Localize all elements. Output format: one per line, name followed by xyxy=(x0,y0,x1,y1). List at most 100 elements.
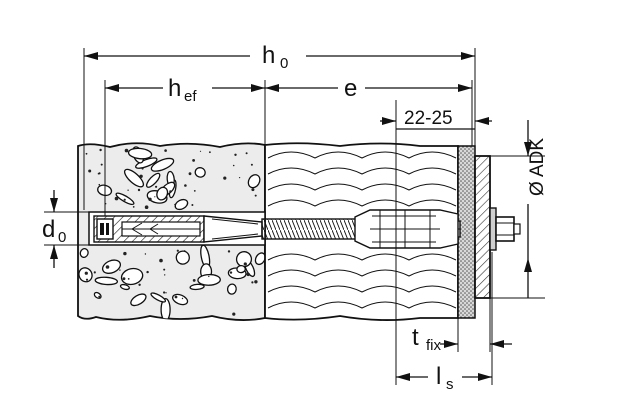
aggregate-stone xyxy=(79,248,89,258)
aggregate-grain xyxy=(184,184,187,187)
aggregate-grain xyxy=(239,177,241,179)
aggregate-grain xyxy=(88,169,92,173)
aggregate-grain xyxy=(84,271,88,275)
aggregate-grain xyxy=(199,150,202,152)
spacer-sleeve xyxy=(354,209,459,249)
aggregate-grain xyxy=(254,280,258,284)
label-clamp-range: 22-25 xyxy=(404,108,453,129)
aggregate-stone xyxy=(101,259,122,274)
dim-clamp-range: 22-25 xyxy=(380,100,492,385)
aggregate-grain xyxy=(99,148,102,152)
aggregate-grain xyxy=(132,206,135,208)
aggregate-grain xyxy=(227,250,231,253)
aggregate-grain xyxy=(229,271,233,274)
aggregate-stone xyxy=(175,250,190,265)
aggregate-stone xyxy=(174,198,189,211)
aggregate-grain xyxy=(144,205,149,209)
aggregate-grain xyxy=(251,188,255,192)
aggregate-grain xyxy=(176,249,179,252)
aggregate-grain xyxy=(155,185,158,188)
dim-e: e xyxy=(265,75,473,146)
aggregate-grain xyxy=(193,190,196,192)
aggregate-grain xyxy=(85,152,88,155)
aggregate-grain xyxy=(98,183,101,186)
aggregate-stone xyxy=(226,283,237,295)
aggregate-grain xyxy=(123,198,126,201)
aggregate-grain xyxy=(163,268,166,271)
dim-d0: d 0 xyxy=(42,190,92,268)
anchor-cone xyxy=(96,218,114,240)
aggregate-grain xyxy=(188,172,192,176)
aggregate-grain xyxy=(105,265,110,269)
aggregate-grain xyxy=(141,167,144,170)
aggregate-grain xyxy=(127,278,130,280)
aggregate-grain xyxy=(164,274,166,276)
insulation-plate-hatch xyxy=(475,156,490,298)
aggregate-grain xyxy=(148,197,152,201)
aggregate-stone xyxy=(236,264,246,274)
aggregate-grain xyxy=(232,164,235,167)
aggregate-grain xyxy=(191,204,194,206)
aggregate-grain xyxy=(85,278,89,281)
aggregate-grain xyxy=(98,295,101,298)
aggregate-stone xyxy=(150,292,167,303)
aggregate-stone xyxy=(130,293,147,307)
aggregate-grain xyxy=(163,291,166,294)
aggregate-grain xyxy=(139,174,143,178)
insulation-fibers xyxy=(267,151,457,309)
aggregate-grain xyxy=(184,250,186,252)
aggregate-stone xyxy=(119,283,130,291)
aggregate-grain xyxy=(154,196,156,198)
aggregate-grain xyxy=(250,163,253,166)
aggregate-grain xyxy=(209,151,211,154)
aggregate-stone xyxy=(150,157,175,172)
aggregate-stone xyxy=(197,273,221,286)
aggregate-grain xyxy=(138,283,141,286)
aggregate-grain xyxy=(114,196,119,201)
dim-adk: Ø ADK xyxy=(490,120,548,299)
aggregate-grain xyxy=(246,272,250,277)
aggregate-stone xyxy=(189,283,205,291)
label-e: e xyxy=(344,75,357,102)
expansion-sleeve xyxy=(93,215,263,243)
aggregate-grain xyxy=(169,190,172,193)
aggregate-grain xyxy=(97,172,100,175)
aggregate-grain xyxy=(159,258,163,263)
label-adk: Ø ADK xyxy=(527,138,548,196)
concrete-aggregate xyxy=(78,146,265,321)
aggregate-stone xyxy=(145,172,161,188)
aggregate-stone xyxy=(94,276,119,286)
aggregate-grain xyxy=(123,251,127,256)
aggregate-stone xyxy=(78,267,93,283)
aggregate-stone xyxy=(123,168,145,188)
aggregate-grain xyxy=(223,176,227,180)
aggregate-stone xyxy=(156,186,169,201)
label-hef-sub: ef xyxy=(184,88,197,105)
aggregate-grain xyxy=(165,292,167,294)
label-d0-sub: 0 xyxy=(58,229,66,246)
dim-ls: l s xyxy=(396,252,493,393)
aggregate-grain xyxy=(254,194,257,197)
aggregate-stone xyxy=(247,174,261,189)
aggregate-stone xyxy=(135,157,158,169)
insulation-fiber xyxy=(267,183,457,191)
insulation-fiber xyxy=(267,167,457,175)
aggregate-grain xyxy=(124,148,129,153)
aggregate-grain xyxy=(127,189,129,191)
aggregate-grain xyxy=(234,153,237,156)
aggregate-grain xyxy=(181,297,184,300)
label-ls-sub: s xyxy=(446,376,454,393)
aggregate-grain xyxy=(174,203,176,206)
label-h0: h xyxy=(262,42,275,69)
aggregate-grain xyxy=(164,149,167,152)
aggregate-grain xyxy=(192,279,196,282)
aggregate-grain xyxy=(251,281,254,284)
washer-nut xyxy=(489,207,521,251)
label-ls: l xyxy=(436,363,441,390)
aggregate-stone xyxy=(160,297,171,321)
label-hef: h xyxy=(168,75,181,102)
insulation-fiber xyxy=(267,199,457,207)
aggregate-stone xyxy=(194,167,206,178)
